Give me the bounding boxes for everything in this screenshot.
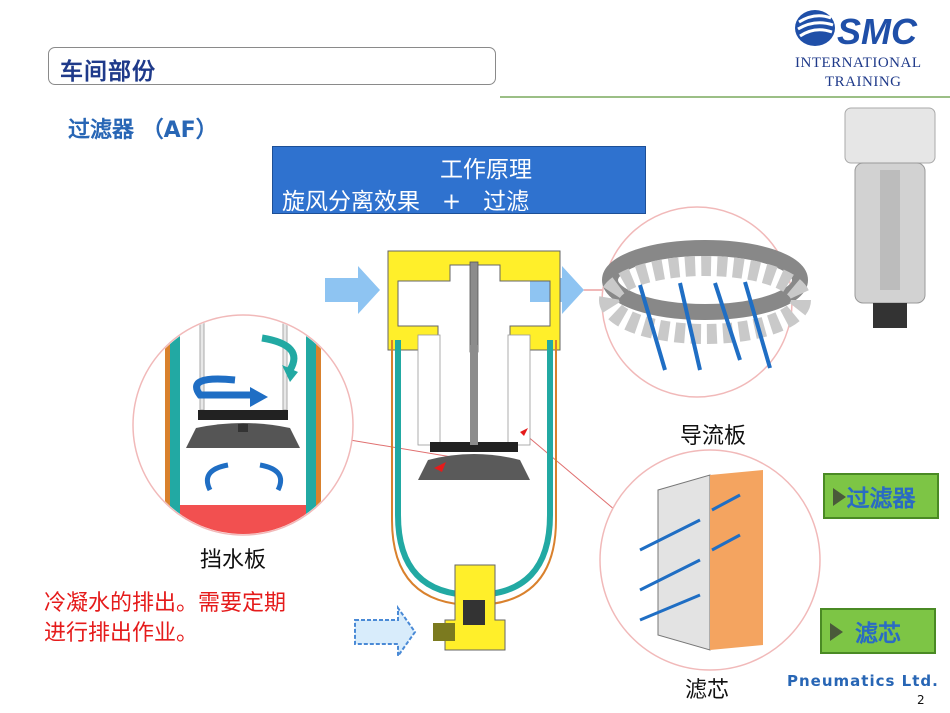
guide-vane-detail-circle xyxy=(599,206,811,398)
inlet-arrow-icon xyxy=(325,266,380,314)
drain-note-line-1: 冷凝水的排出。需要定期 xyxy=(44,591,287,616)
element-nav-button[interactable]: 滤芯 xyxy=(820,608,936,654)
element-caption: 滤芯 xyxy=(685,678,730,703)
logo-training: TRAINING xyxy=(825,74,902,90)
filter-element-right xyxy=(507,334,531,446)
principle-box xyxy=(272,146,646,214)
principle-subtitle: 旋风分离效果 + 过滤 xyxy=(282,189,530,215)
page-subtitle: 过滤器 （AF） xyxy=(68,118,218,143)
filter-nav-label: 过滤器 xyxy=(846,486,916,512)
logo-international: INTERNATIONAL xyxy=(795,55,922,71)
connector-line xyxy=(519,429,616,511)
smc-logo-icon xyxy=(795,10,835,46)
logo-brand-text: SMC xyxy=(837,11,918,52)
baffle-detail-circle xyxy=(132,314,354,536)
smc-logo: SMC xyxy=(795,10,918,52)
drain-arrow-icon xyxy=(354,604,417,660)
drain-note: 冷凝水的排出。需要定期 进行排出作业。 xyxy=(44,589,364,649)
drain-valve xyxy=(433,564,506,651)
element-nav-label: 滤芯 xyxy=(855,621,901,647)
drain-note-line-2: 进行排出作业。 xyxy=(44,621,199,646)
page-number: 2 xyxy=(917,693,925,707)
filter-nav-button[interactable]: 过滤器 xyxy=(823,473,939,519)
filter-product-photo xyxy=(844,107,936,328)
footer-company: Pneumatics Ltd. xyxy=(787,672,939,690)
center-rod xyxy=(470,345,478,445)
section-title-box xyxy=(48,47,496,85)
filter-element-left xyxy=(417,334,441,446)
flow-marker xyxy=(520,428,528,436)
guide-vane-caption: 导流板 xyxy=(680,424,747,449)
baffle-cone xyxy=(418,454,530,480)
baffle-caption: 挡水板 xyxy=(200,548,267,573)
play-icon xyxy=(833,488,846,506)
flow-marker xyxy=(434,462,446,472)
header-divider xyxy=(500,96,950,98)
principle-title: 工作原理 xyxy=(440,157,532,183)
element-detail-circle xyxy=(599,449,821,671)
play-icon xyxy=(830,623,843,641)
section-title: 车间部份 xyxy=(60,59,156,85)
baffle-plate xyxy=(430,442,518,452)
